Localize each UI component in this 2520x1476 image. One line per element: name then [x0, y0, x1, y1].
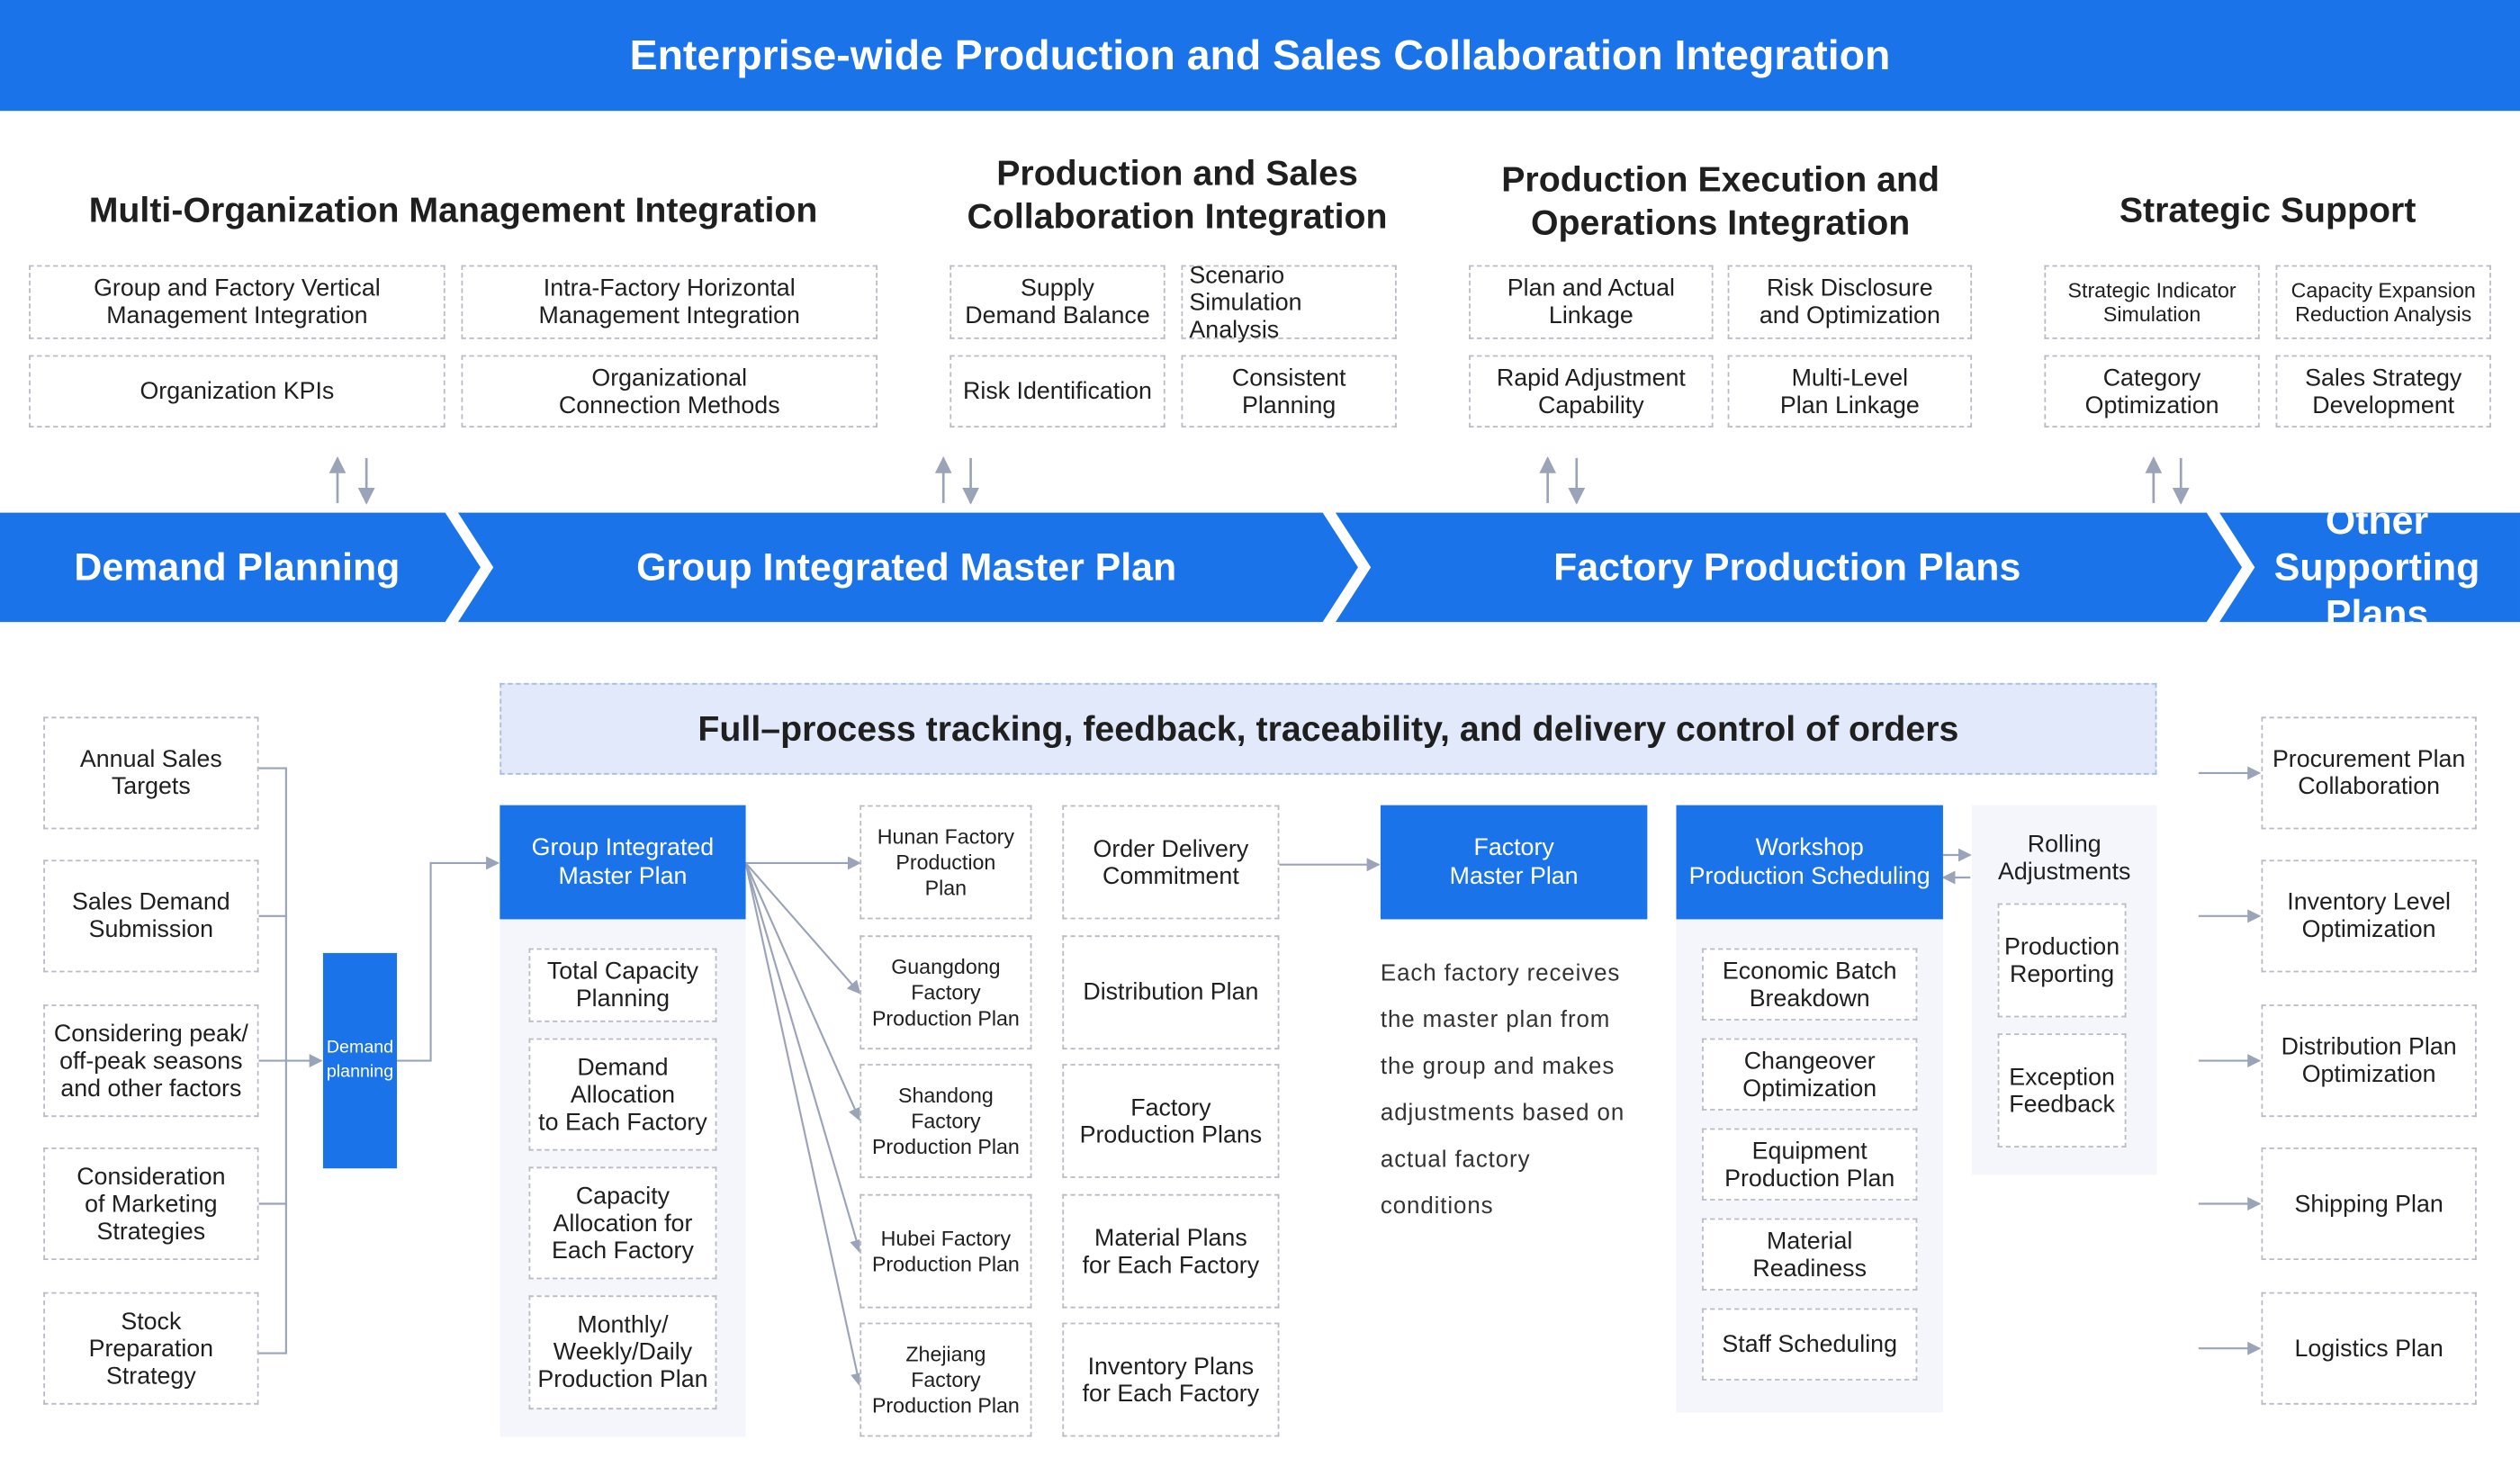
stage-chevron-other — [2219, 512, 2520, 623]
stage-group-master-plan: Group Integrated Master Plan — [636, 545, 1177, 590]
factory-master-note: Each factory receives the master plan fr… — [1380, 960, 1625, 1220]
fan-arrow — [744, 862, 864, 1387]
section-item: Risk Disclosure and Optimization — [1727, 265, 1973, 339]
input-box: Annual Sales Targets — [43, 716, 259, 830]
rolling-item: Exception Feedback — [1997, 1033, 2127, 1148]
section-item: Group and Factory Vertical Management In… — [29, 265, 446, 339]
stage-demand-planning: Demand Planning — [74, 545, 400, 590]
stage-chevron-master — [457, 512, 1358, 623]
factory-plan: Zhejiang Factory Production Plan — [860, 1322, 1032, 1437]
workshop-scheduling-header: Workshop Production Scheduling — [1676, 805, 1943, 920]
fan-arrow — [744, 862, 861, 1122]
input-box: Considering peak/ off-peak seasons and o… — [43, 1004, 259, 1118]
fan-arrow — [744, 862, 861, 994]
workshop-item: Material Readiness — [1702, 1218, 1918, 1291]
stage-chevron-factory — [1335, 512, 2243, 623]
section-item: Capacity Expansion Reduction Analysis — [2275, 265, 2491, 339]
master-plan-header: Group Integrated Master Plan — [500, 805, 746, 920]
rolling-item: Production Reporting — [1997, 903, 2127, 1018]
section-item: Sales Strategy Development — [2275, 355, 2491, 428]
workshop-item: Staff Scheduling — [1702, 1308, 1918, 1381]
section-item: Supply Demand Balance — [950, 265, 1166, 339]
workshop-item: Economic Batch Breakdown — [1702, 948, 1918, 1021]
section-title-prod-sales: Production and Sales Collaboration Integ… — [967, 152, 1388, 237]
tracking-bar: Full–process tracking, feedback, traceab… — [500, 682, 2157, 775]
rolling-adjustments-title: Rolling Adjustments — [1998, 831, 2131, 886]
factory-plan: Hunan Factory Production Plan — [860, 805, 1032, 920]
section-item: Multi-Level Plan Linkage — [1727, 355, 1973, 428]
section-item: Category Optimization — [2044, 355, 2260, 428]
supporting-plan: Distribution Plan Optimization — [2261, 1004, 2477, 1118]
master-plan-item: Demand Allocation to Each Factory — [528, 1038, 717, 1151]
workshop-item: Equipment Production Plan — [1702, 1128, 1918, 1201]
stage-chevron-demand — [0, 512, 481, 623]
supporting-plan: Inventory Level Optimization — [2261, 860, 2477, 973]
section-item: Rapid Adjustment Capability — [1469, 355, 1714, 428]
output-plan: Distribution Plan — [1062, 935, 1280, 1050]
factory-plan: Guangdong Factory Production Plan — [860, 935, 1032, 1050]
section-item: Plan and Actual Linkage — [1469, 265, 1714, 339]
section-item: Organizational Connection Methods — [461, 355, 878, 428]
output-plan: Material Plans for Each Factory — [1062, 1193, 1280, 1309]
demand-to-master-arrow — [397, 856, 500, 1062]
input-box: Stock Preparation Strategy — [43, 1292, 259, 1405]
section-item: Intra-Factory Horizontal Management Inte… — [461, 265, 878, 339]
supporting-plan: Shipping Plan — [2261, 1147, 2477, 1260]
section-title-execution: Production Execution and Operations Inte… — [1501, 158, 1940, 243]
input-box: Sales Demand Submission — [43, 860, 259, 973]
supporting-plan: Procurement Plan Collaboration — [2261, 716, 2477, 830]
section-item: Strategic Indicator Simulation — [2044, 265, 2260, 339]
input-box: Consideration of Marketing Strategies — [43, 1147, 259, 1260]
stage-other-supporting: Other Supporting Plans — [2273, 512, 2480, 623]
master-plan-item: Capacity Allocation for Each Factory — [528, 1166, 717, 1280]
section-item: Risk Identification — [950, 355, 1166, 428]
factory-plan: Shandong Factory Production Plan — [860, 1064, 1032, 1178]
output-plan: Inventory Plans for Each Factory — [1062, 1322, 1280, 1437]
output-plan: Factory Production Plans — [1062, 1064, 1280, 1178]
factory-plan: Hubei Factory Production Plan — [860, 1193, 1032, 1309]
section-title-strategic: Strategic Support — [2119, 188, 2416, 230]
page-banner: Enterprise-wide Production and Sales Col… — [0, 0, 2520, 112]
workshop-item: Changeover Optimization — [1702, 1038, 1918, 1111]
section-item: Consistent Planning — [1181, 355, 1397, 428]
supporting-plan: Logistics Plan — [2261, 1292, 2477, 1405]
factory-master-plan: Factory Master Plan — [1380, 805, 1648, 920]
section-item: Scenario Simulation Analysis — [1181, 261, 1397, 343]
section-title-multi-org: Multi-Organization Management Integratio… — [88, 188, 818, 230]
output-plan: Order Delivery Commitment — [1062, 805, 1280, 920]
master-plan-item: Total Capacity Planning — [528, 948, 717, 1022]
demand-planning-node: Demand planning — [322, 952, 398, 1169]
fan-arrow — [744, 862, 863, 1254]
section-item: Organization KPIs — [29, 355, 446, 428]
stage-factory-production: Factory Production Plans — [1553, 545, 2021, 590]
master-plan-item: Monthly/ Weekly/Daily Production Plan — [528, 1295, 717, 1410]
